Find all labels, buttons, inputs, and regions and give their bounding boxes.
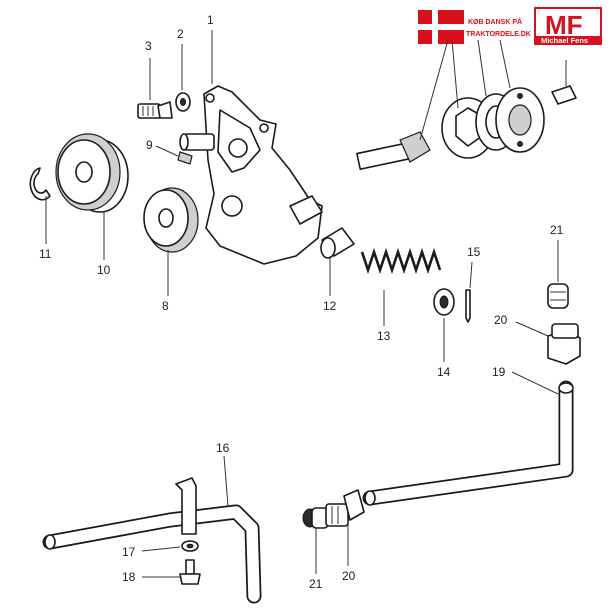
mf-logo: MF Michael Fens [534,7,602,45]
callout-10: 10 [97,263,111,277]
danish-flag-logo [418,10,464,44]
callout-12: 12 [323,299,337,313]
callout-9: 9 [146,138,153,152]
callout-2: 2 [177,27,184,41]
dk-slogan-line1: KØB DANSK PÅ [468,17,522,26]
part-12-plunger [320,227,355,296]
dk-slogan-line2: TRAKTORDELE.DK [466,31,531,38]
callout-14: 14 [437,365,451,379]
callout-3: 3 [145,39,152,53]
callout-15: 15 [467,245,481,259]
part-10-large-gear [55,133,129,260]
callout-18: 18 [122,570,136,584]
mf-logo-letters: MF [545,10,583,40]
part-11-circlip [29,167,51,244]
part-14-seal-washer [433,288,455,362]
callout-20-lower: 20 [342,569,356,583]
part-2-washer [175,44,191,112]
part-21-upper-nipple [547,240,569,309]
coupling-assembly-inset [356,39,577,171]
part-15-split-pin [465,261,473,323]
callout-13: 13 [377,329,391,343]
part-8-small-gear [143,187,199,296]
part-16-suction-pipe [42,455,262,604]
callout-17: 17 [122,545,136,559]
callout-20-upper: 20 [494,313,508,327]
part-19-delivery-pipe [362,371,574,506]
part-3-bolt [137,58,173,119]
callout-1: 1 [207,13,214,27]
part-20-upper-union-nut [515,321,581,365]
part-17-washer [141,540,199,552]
callout-11: 11 [39,247,52,261]
mf-name: Michael Fens [541,36,588,45]
part-1-pump-body [179,30,323,265]
part-13-spring [360,247,442,326]
callout-21-lower: 21 [309,577,323,591]
part-9-key [155,145,193,165]
part-20-lower-union [325,489,365,566]
callout-16: 16 [216,441,230,455]
part-21-lower-nipple [302,507,329,574]
callout-21-upper: 21 [550,223,564,237]
part-18-bolt [142,559,201,585]
callout-19: 19 [492,365,506,379]
callout-8: 8 [162,299,169,313]
